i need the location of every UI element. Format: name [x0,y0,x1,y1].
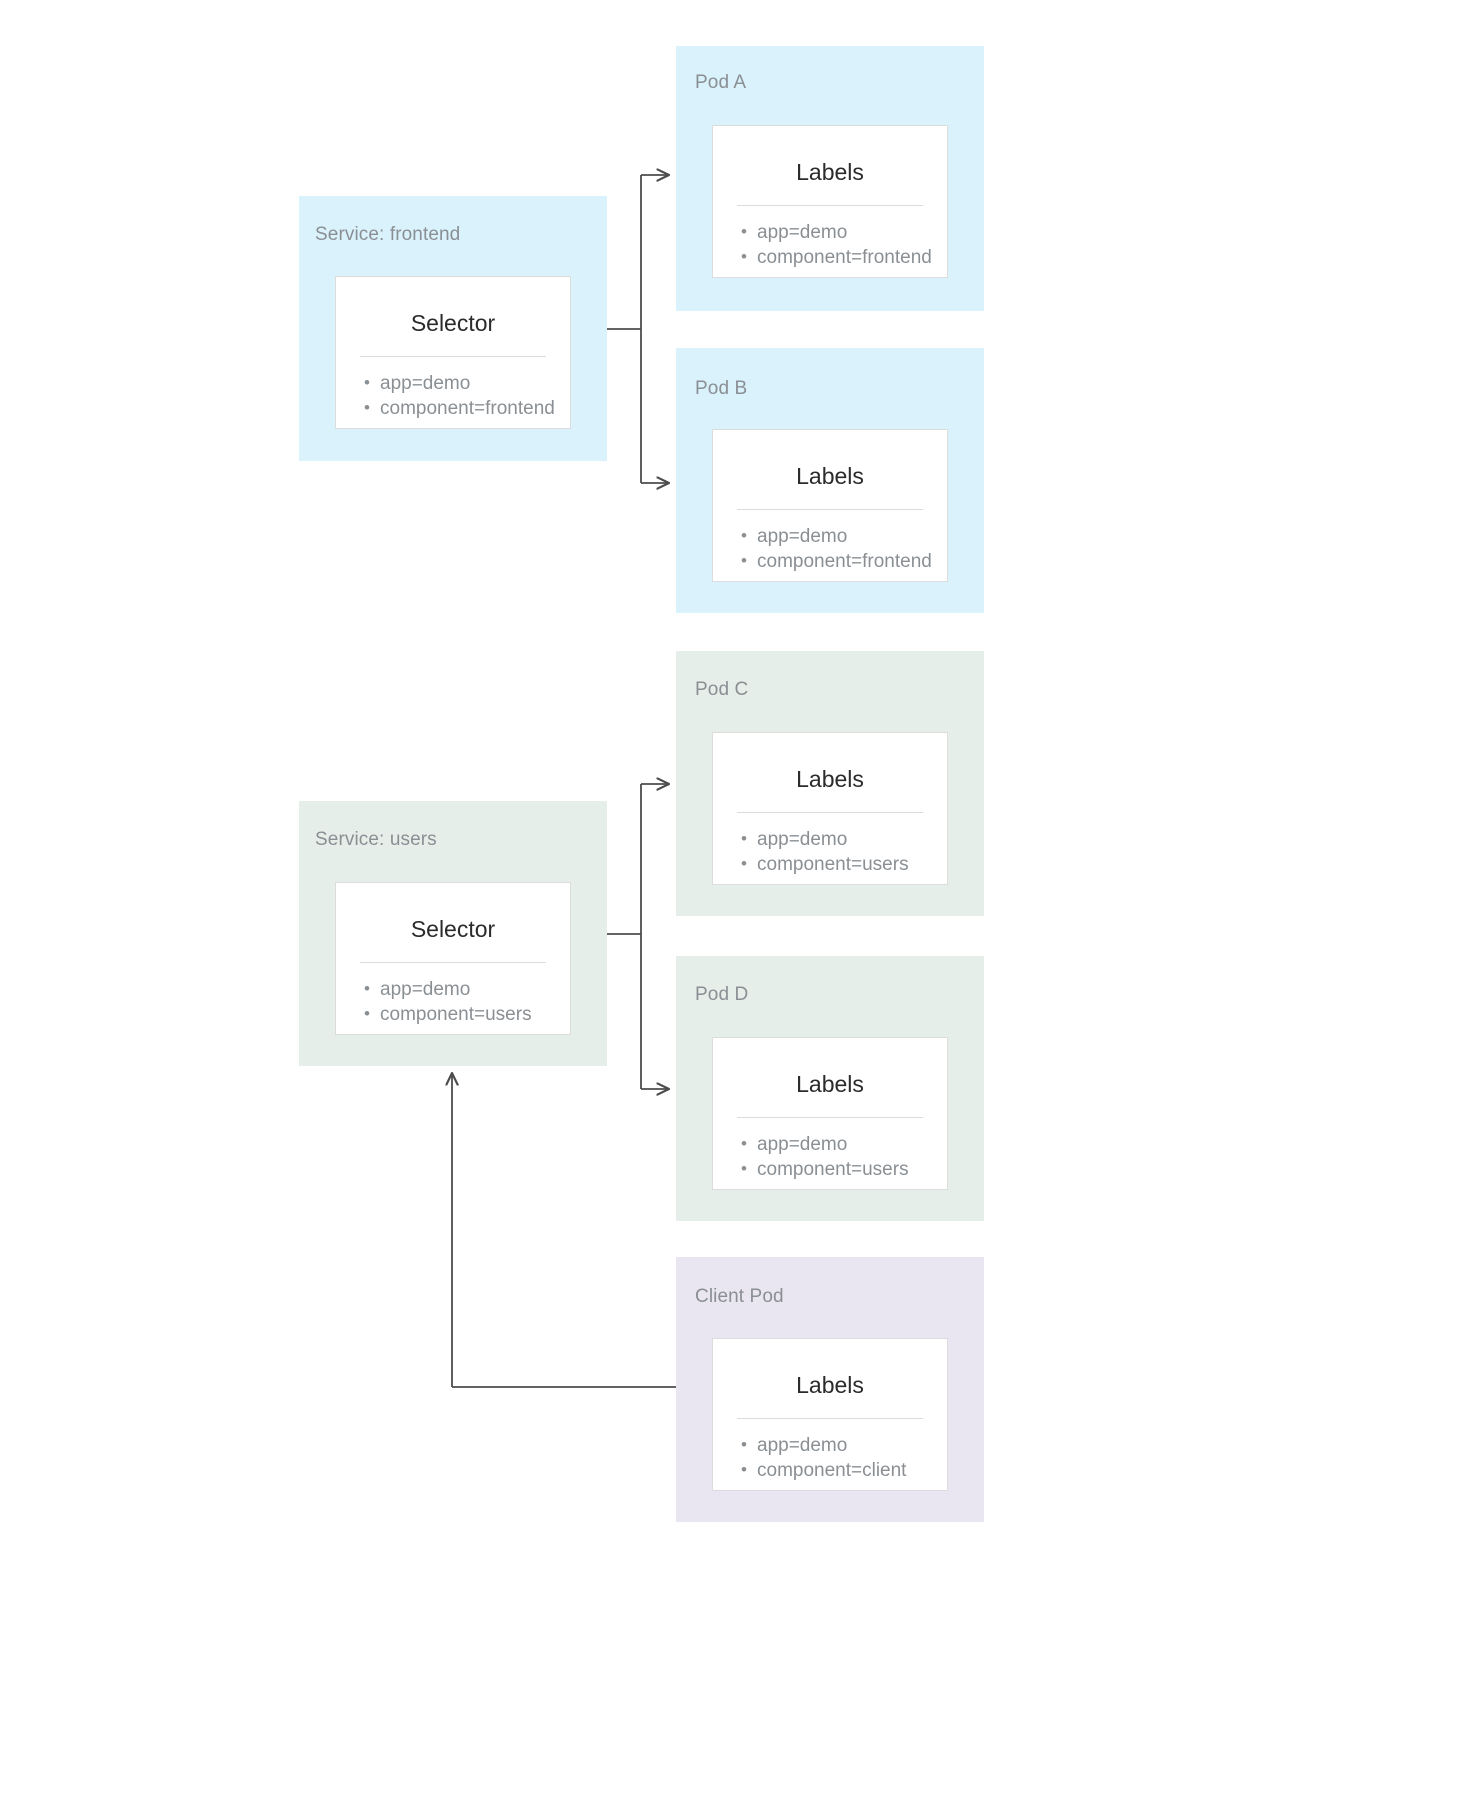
card-heading: Selector [410,916,496,942]
card-label-list: app=democomponent=frontend [739,219,932,270]
label-item: app=demo [739,1131,909,1157]
wire-users-fanout [607,784,669,1089]
card-label-list: app=democomponent=users [362,976,532,1027]
group-title: Pod D [695,984,749,1005]
group-title: Service: users [315,829,437,850]
group-title: Client Pod [695,1286,784,1307]
group-title: Pod A [695,72,747,93]
card-heading: Labels [796,463,864,489]
card-heading: Labels [796,1071,864,1097]
label-item: app=demo [739,1432,906,1458]
label-item: app=demo [739,219,932,245]
card-heading: Selector [410,310,496,336]
label-item: app=demo [739,826,909,852]
labels-card: Labels app=democomponent=frontend [712,429,948,582]
card-divider [360,962,546,963]
label-item: component=users [739,851,909,877]
card-heading: Labels [796,766,864,792]
card-divider [360,356,546,357]
selector-card: Selector app=democomponent=frontend [335,276,571,429]
label-item: component=frontend [739,244,932,270]
card-divider [737,205,923,206]
selector-card: Selector app=democomponent=users [335,882,571,1035]
label-item: app=demo [362,976,532,1002]
card-label-list: app=democomponent=users [739,1131,909,1182]
label-item: component=users [739,1156,909,1182]
group-pod-d: Pod D Labels app=democomponent=users [676,956,984,1221]
label-item: app=demo [362,370,555,396]
group-pod-b: Pod B Labels app=democomponent=frontend [676,348,984,613]
labels-card: Labels app=democomponent=client [712,1338,948,1491]
card-heading: Labels [796,159,864,185]
card-divider [737,509,923,510]
card-label-list: app=democomponent=users [739,826,909,877]
label-item: component=frontend [739,548,932,574]
card-label-list: app=democomponent=frontend [739,523,932,574]
card-divider [737,1418,923,1419]
labels-card: Labels app=democomponent=users [712,732,948,885]
card-heading: Labels [796,1372,864,1398]
label-item: component=users [362,1001,532,1027]
group-title: Pod B [695,378,748,399]
card-label-list: app=democomponent=client [739,1432,906,1483]
group-title: Service: frontend [315,224,461,245]
label-item: component=frontend [362,395,555,421]
label-item: app=demo [739,523,932,549]
group-title: Pod C [695,679,749,700]
card-divider [737,1117,923,1118]
label-item: component=client [739,1457,906,1483]
labels-card: Labels app=democomponent=users [712,1037,948,1190]
group-pod-a: Pod A Labels app=democomponent=frontend [676,46,984,311]
labels-card: Labels app=democomponent=frontend [712,125,948,278]
group-pod-c: Pod C Labels app=democomponent=users [676,651,984,916]
card-divider [737,812,923,813]
card-label-list: app=democomponent=frontend [362,370,555,421]
wire-client-to-users [452,1073,676,1388]
wire-frontend-fanout [607,175,669,483]
